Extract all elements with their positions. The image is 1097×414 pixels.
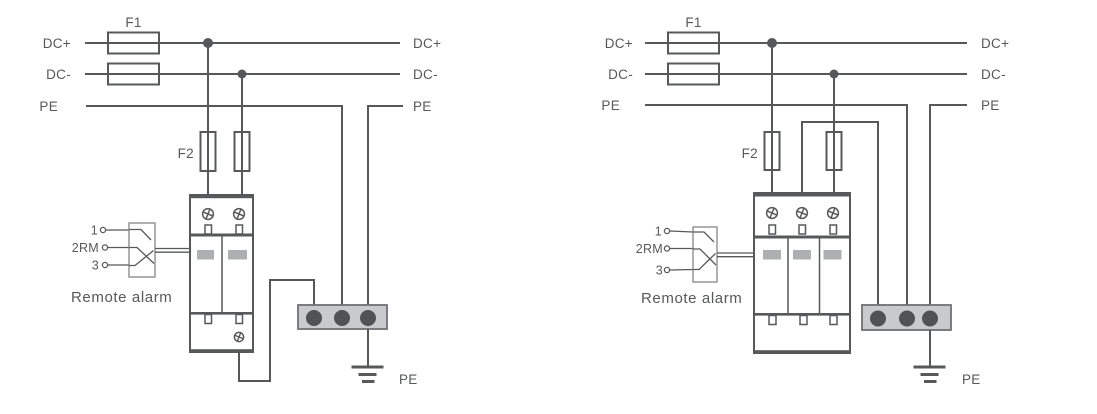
pe-out-stub <box>929 104 967 312</box>
spd-tab <box>829 314 838 326</box>
label-earth-pe: PE <box>962 372 981 387</box>
junction-dot <box>237 69 247 79</box>
label-f1: F1 <box>685 15 701 30</box>
spd-tab <box>235 313 244 325</box>
spd-tab <box>768 224 777 235</box>
spd-bottom-bar <box>190 349 253 352</box>
spd-divider-bottom <box>754 313 850 316</box>
junction-dot <box>829 69 839 79</box>
spd-earth-wire <box>238 279 315 382</box>
spd-divider-bottom <box>190 312 253 315</box>
label-in-pe: PE <box>39 99 58 114</box>
remote-alarm-contact <box>99 222 190 278</box>
alarm-terminal-3 <box>663 266 671 274</box>
spd-status-window <box>228 250 247 260</box>
alarm-terminal-3 <box>101 261 109 269</box>
fuse-f1-dcminus <box>107 62 160 86</box>
label-f2: F2 <box>742 146 758 161</box>
fuse-f2-dcplus <box>763 131 781 171</box>
label-f2: F2 <box>178 146 194 161</box>
spd-tab <box>204 224 213 235</box>
label-in-dc-plus: DC+ <box>43 36 71 51</box>
pe-line <box>86 105 343 312</box>
left-diagram-2pole-spd: DC+ DC- PE DC+ DC- PE F1 F2 1 2RM 3 Remo… <box>39 15 441 387</box>
alarm-terminal-2rm <box>663 245 671 252</box>
busbar-terminal <box>870 310 886 327</box>
label-out-pe: PE <box>413 99 432 114</box>
label-in-dc-minus: DC- <box>608 67 633 82</box>
alarm-terminal-2rm <box>101 244 109 251</box>
busbar-terminal <box>306 310 322 326</box>
label-out-dc-minus: DC- <box>413 67 438 82</box>
alarm-terminal-1 <box>99 226 107 234</box>
spd-status-window <box>763 250 781 260</box>
fuse-f2-dcminus <box>233 131 251 172</box>
label-alarm-3: 3 <box>656 264 663 278</box>
spd-device-3pole <box>753 192 851 354</box>
fuse-f1-dcminus <box>667 62 720 86</box>
label-alarm-2rm: 2RM <box>636 242 663 256</box>
label-alarm-3: 3 <box>92 259 99 273</box>
spd-tab <box>799 314 808 326</box>
earth-ground-icon <box>351 329 384 383</box>
spd-tab <box>768 314 777 326</box>
spd-status-window <box>197 250 214 260</box>
middle-pole-earth-wire <box>801 121 879 312</box>
label-alarm-1: 1 <box>655 225 662 239</box>
spd-status-window <box>823 250 842 260</box>
spd-divider-top <box>190 233 253 237</box>
alarm-switch-box <box>128 222 156 278</box>
label-out-dc-plus: DC+ <box>413 36 441 51</box>
spd-top-bar <box>754 193 850 197</box>
busbar-terminal <box>360 310 376 326</box>
remote-alarm-contact <box>663 226 754 283</box>
alarm-terminal-1 <box>663 227 671 235</box>
fuse-f1-dcplus <box>667 31 720 55</box>
busbar-terminal <box>334 310 350 326</box>
fuse-f1-dcplus <box>107 31 160 55</box>
spd-body <box>753 192 851 354</box>
spd-bottom-bar <box>754 350 850 353</box>
label-earth-pe: PE <box>399 372 418 387</box>
junction-dot <box>767 38 777 48</box>
spd-divider-top <box>754 235 850 239</box>
label-out-dc-minus: DC- <box>981 67 1006 82</box>
pe-line <box>645 104 908 312</box>
earth-ground-icon <box>913 330 946 383</box>
label-in-pe: PE <box>601 98 620 113</box>
spd-device-2pole <box>189 194 254 353</box>
busbar-terminal <box>922 310 938 327</box>
label-out-pe: PE <box>981 98 1000 113</box>
spd-status-window <box>793 250 811 260</box>
label-in-dc-plus: DC+ <box>605 36 633 51</box>
spd-tab <box>829 224 838 235</box>
label-alarm-2rm: 2RM <box>72 241 99 255</box>
label-out-dc-plus: DC+ <box>981 36 1009 51</box>
fuse-f2-dcplus <box>199 131 217 172</box>
label-remote-alarm: Remote alarm <box>71 289 172 306</box>
busbar-terminal <box>899 310 915 327</box>
label-alarm-1: 1 <box>91 224 98 238</box>
pe-out-stub <box>367 105 403 312</box>
spd-tab <box>235 224 244 235</box>
right-diagram-3pole-spd: DC+ DC- PE DC+ DC- PE F1 F2 1 2RM 3 Remo… <box>601 15 1009 387</box>
label-remote-alarm: Remote alarm <box>641 290 742 307</box>
fuse-f2-dcminus <box>825 131 843 171</box>
label-in-dc-minus: DC- <box>46 67 71 82</box>
spd-tab <box>204 313 213 325</box>
label-f1: F1 <box>125 15 141 30</box>
spd-tab <box>798 224 807 235</box>
spd-top-bar <box>190 195 253 199</box>
junction-dot <box>203 38 213 48</box>
